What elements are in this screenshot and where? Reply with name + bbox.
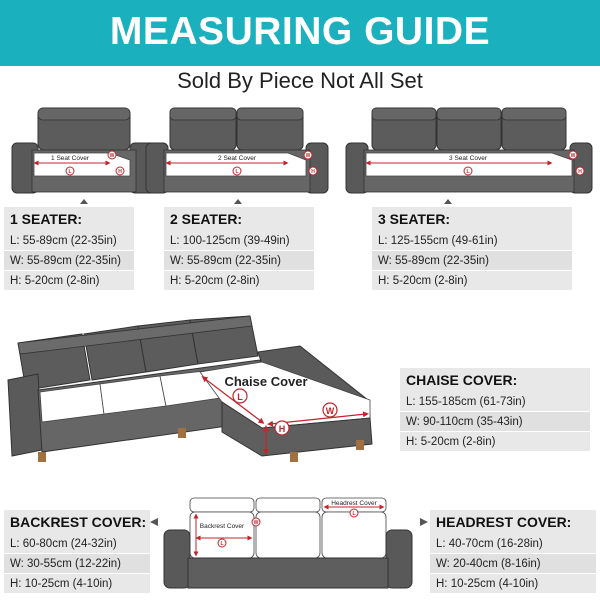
page-subtitle: Sold By Piece Not All Set bbox=[177, 68, 423, 93]
spec-row: W: 55-89cm (22-35in) bbox=[4, 251, 134, 271]
left-arrow-icon bbox=[420, 518, 428, 526]
spec-row: H: 10-25cm (4-10in) bbox=[430, 574, 596, 594]
headrest-l-marker: L bbox=[352, 511, 355, 517]
spec-headrest: HEADREST COVER: L: 40-70cm (16-28in) W: … bbox=[430, 510, 596, 594]
spec-row: W: 30-55cm (12-22in) bbox=[4, 554, 150, 574]
spec-row: H: 5-20cm (2-8in) bbox=[372, 271, 572, 291]
spec-row: L: 155-185cm (61-73in) bbox=[400, 392, 590, 412]
spec-title: CHAISE COVER: bbox=[400, 368, 590, 392]
spec-row: H: 10-25cm (4-10in) bbox=[4, 574, 150, 594]
backrest-headrest-illustration: Backrest Cover Headrest Cover L W L bbox=[150, 497, 428, 589]
seat1-l-marker: L bbox=[68, 169, 71, 175]
seat2-h-marker: H bbox=[311, 169, 315, 175]
spec-backrest: BACKREST COVER: L: 60-80cm (24-32in) W: … bbox=[4, 510, 150, 594]
chaise-label: Chaise Cover bbox=[224, 374, 307, 389]
spec-row: W: 55-89cm (22-35in) bbox=[164, 251, 314, 271]
seat3-label: 3 Seat Cover bbox=[449, 155, 488, 162]
chaise-h-marker: H bbox=[279, 424, 286, 434]
spec-title: HEADREST COVER: bbox=[430, 510, 596, 534]
three-seater-illustration: 3 Seat Cover L W H bbox=[345, 107, 593, 204]
one-seater-illustration: 1 Seat Cover L W H bbox=[11, 107, 157, 204]
chaise-w-marker: W bbox=[326, 406, 335, 416]
sectional-sofa-illustration: Chaise Cover L W H bbox=[7, 315, 373, 462]
spec-row: H: 5-20cm (2-8in) bbox=[4, 271, 134, 291]
spec-title: BACKREST COVER: bbox=[4, 510, 150, 534]
spec-title: 3 SEATER: bbox=[372, 207, 572, 231]
up-arrow-icon bbox=[80, 199, 88, 204]
headrest-label: Headrest Cover bbox=[331, 500, 377, 507]
seat1-h-marker: H bbox=[118, 169, 122, 175]
page-title: MEASURING GUIDE bbox=[109, 10, 491, 53]
spec-title: 1 SEATER: bbox=[4, 207, 134, 231]
backrest-w-marker: W bbox=[254, 520, 259, 526]
backrest-l-marker: L bbox=[220, 541, 223, 547]
seat2-l-marker: L bbox=[235, 169, 238, 175]
spec-row: W: 20-40cm (8-16in) bbox=[430, 554, 596, 574]
chaise-l-marker: L bbox=[237, 392, 243, 402]
up-arrow-icon bbox=[234, 199, 242, 204]
two-seater-illustration: 2 Seat Cover L W H bbox=[145, 107, 329, 204]
spec-two-seater: 2 SEATER: L: 100-125cm (39-49in) W: 55-8… bbox=[164, 207, 314, 291]
spec-row: W: 55-89cm (22-35in) bbox=[372, 251, 572, 271]
spec-row: L: 125-155cm (49-61in) bbox=[372, 231, 572, 251]
seat1-w-marker: W bbox=[110, 153, 115, 159]
spec-title: 2 SEATER: bbox=[164, 207, 314, 231]
spec-row: H: 5-20cm (2-8in) bbox=[400, 432, 590, 452]
spec-one-seater: 1 SEATER: L: 55-89cm (22-35in) W: 55-89c… bbox=[4, 207, 134, 291]
seat2-label: 2 Seat Cover bbox=[218, 155, 257, 162]
spec-row: W: 90-110cm (35-43in) bbox=[400, 412, 590, 432]
header-banner: MEASURING GUIDE bbox=[0, 0, 600, 66]
spec-chaise: CHAISE COVER: L: 155-185cm (61-73in) W: … bbox=[400, 368, 590, 452]
seat3-l-marker: L bbox=[466, 169, 469, 175]
backrest-label: Backrest Cover bbox=[200, 523, 245, 530]
seat3-h-marker: H bbox=[578, 169, 582, 175]
spec-row: L: 40-70cm (16-28in) bbox=[430, 534, 596, 554]
spec-row: L: 55-89cm (22-35in) bbox=[4, 231, 134, 251]
spec-three-seater: 3 SEATER: L: 125-155cm (49-61in) W: 55-8… bbox=[372, 207, 572, 291]
right-arrow-icon bbox=[150, 518, 158, 526]
spec-row: H: 5-20cm (2-8in) bbox=[164, 271, 314, 291]
spec-row: L: 60-80cm (24-32in) bbox=[4, 534, 150, 554]
seat2-w-marker: W bbox=[306, 153, 311, 159]
spec-row: L: 100-125cm (39-49in) bbox=[164, 231, 314, 251]
seat1-label: 1 Seat Cover bbox=[51, 155, 90, 162]
up-arrow-icon bbox=[444, 199, 452, 204]
seat3-w-marker: W bbox=[571, 153, 576, 159]
